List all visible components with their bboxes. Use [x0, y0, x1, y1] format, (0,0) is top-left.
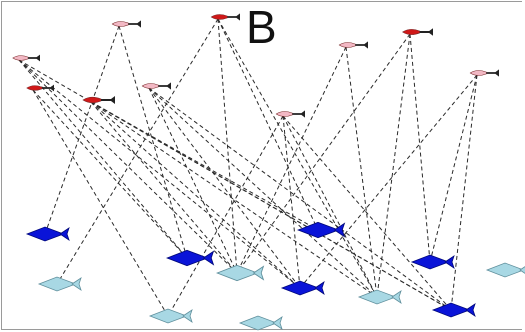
edge-t4-b7	[32, 89, 169, 317]
edge-t6-b9	[90, 101, 378, 298]
top-fish-t3	[12, 54, 40, 62]
bottom-fish-b4	[215, 264, 265, 282]
edge-t2-b4	[217, 18, 238, 274]
top-fish-t5	[141, 82, 171, 90]
top-fish-t6	[82, 96, 115, 104]
bottom-fish-b11	[238, 315, 283, 331]
edge-t6-b6	[90, 101, 301, 289]
edge-t2-b5	[217, 18, 319, 231]
top-fish-t2	[210, 13, 240, 21]
edge-t7-b9	[282, 115, 378, 298]
top-fish-t7	[275, 110, 305, 118]
edge-t3-b6	[18, 59, 301, 289]
edge-t8-b4	[236, 33, 411, 274]
bottom-fish-b5	[296, 221, 346, 239]
edge-t4-b3	[32, 89, 188, 259]
bottom-fish-b10	[431, 302, 476, 318]
edge-t3-b4	[18, 59, 238, 274]
edge-t2-b9	[217, 18, 378, 298]
edge-t1-b3	[118, 25, 188, 259]
bottom-fish-b7	[148, 308, 193, 324]
bottom-fish-b9	[357, 289, 402, 305]
edge-t5-b9	[148, 87, 378, 298]
edge-t6-b4	[90, 101, 238, 274]
edge-t10-b6	[299, 74, 478, 289]
bottom-fish-b3	[165, 249, 215, 267]
edge-t5-b4	[148, 87, 238, 274]
panel-label: B	[246, 1, 277, 53]
top-fish-t1	[111, 20, 141, 28]
edge-t7-b6	[282, 115, 301, 289]
top-fish-t4	[26, 84, 54, 92]
top-fish-t9	[338, 41, 368, 49]
edge-t10-b10	[450, 74, 478, 311]
edge-t8-b9	[376, 33, 411, 298]
edge-t8-b8	[409, 33, 431, 263]
edge-t6-b10	[90, 101, 452, 311]
edge-t3-b3	[18, 59, 188, 259]
bottom-fish-b12	[485, 262, 525, 278]
edge-t9-b9	[345, 46, 378, 298]
edge-t7-b10	[282, 115, 452, 311]
edge-t2-b2	[56, 18, 219, 285]
bottom-fish-b6	[280, 280, 325, 296]
bottom-fish-b1	[25, 226, 70, 242]
edge-t1-b1	[44, 25, 120, 235]
edge-t5-b10	[148, 87, 452, 311]
top-fish-t10	[469, 69, 499, 77]
edge-layer	[18, 18, 478, 317]
node-layer	[12, 13, 525, 331]
top-fish-t8	[402, 28, 433, 36]
bottom-fish-b8	[410, 254, 455, 270]
edge-t7-b7	[167, 115, 284, 317]
bottom-fish-b2	[37, 276, 82, 292]
